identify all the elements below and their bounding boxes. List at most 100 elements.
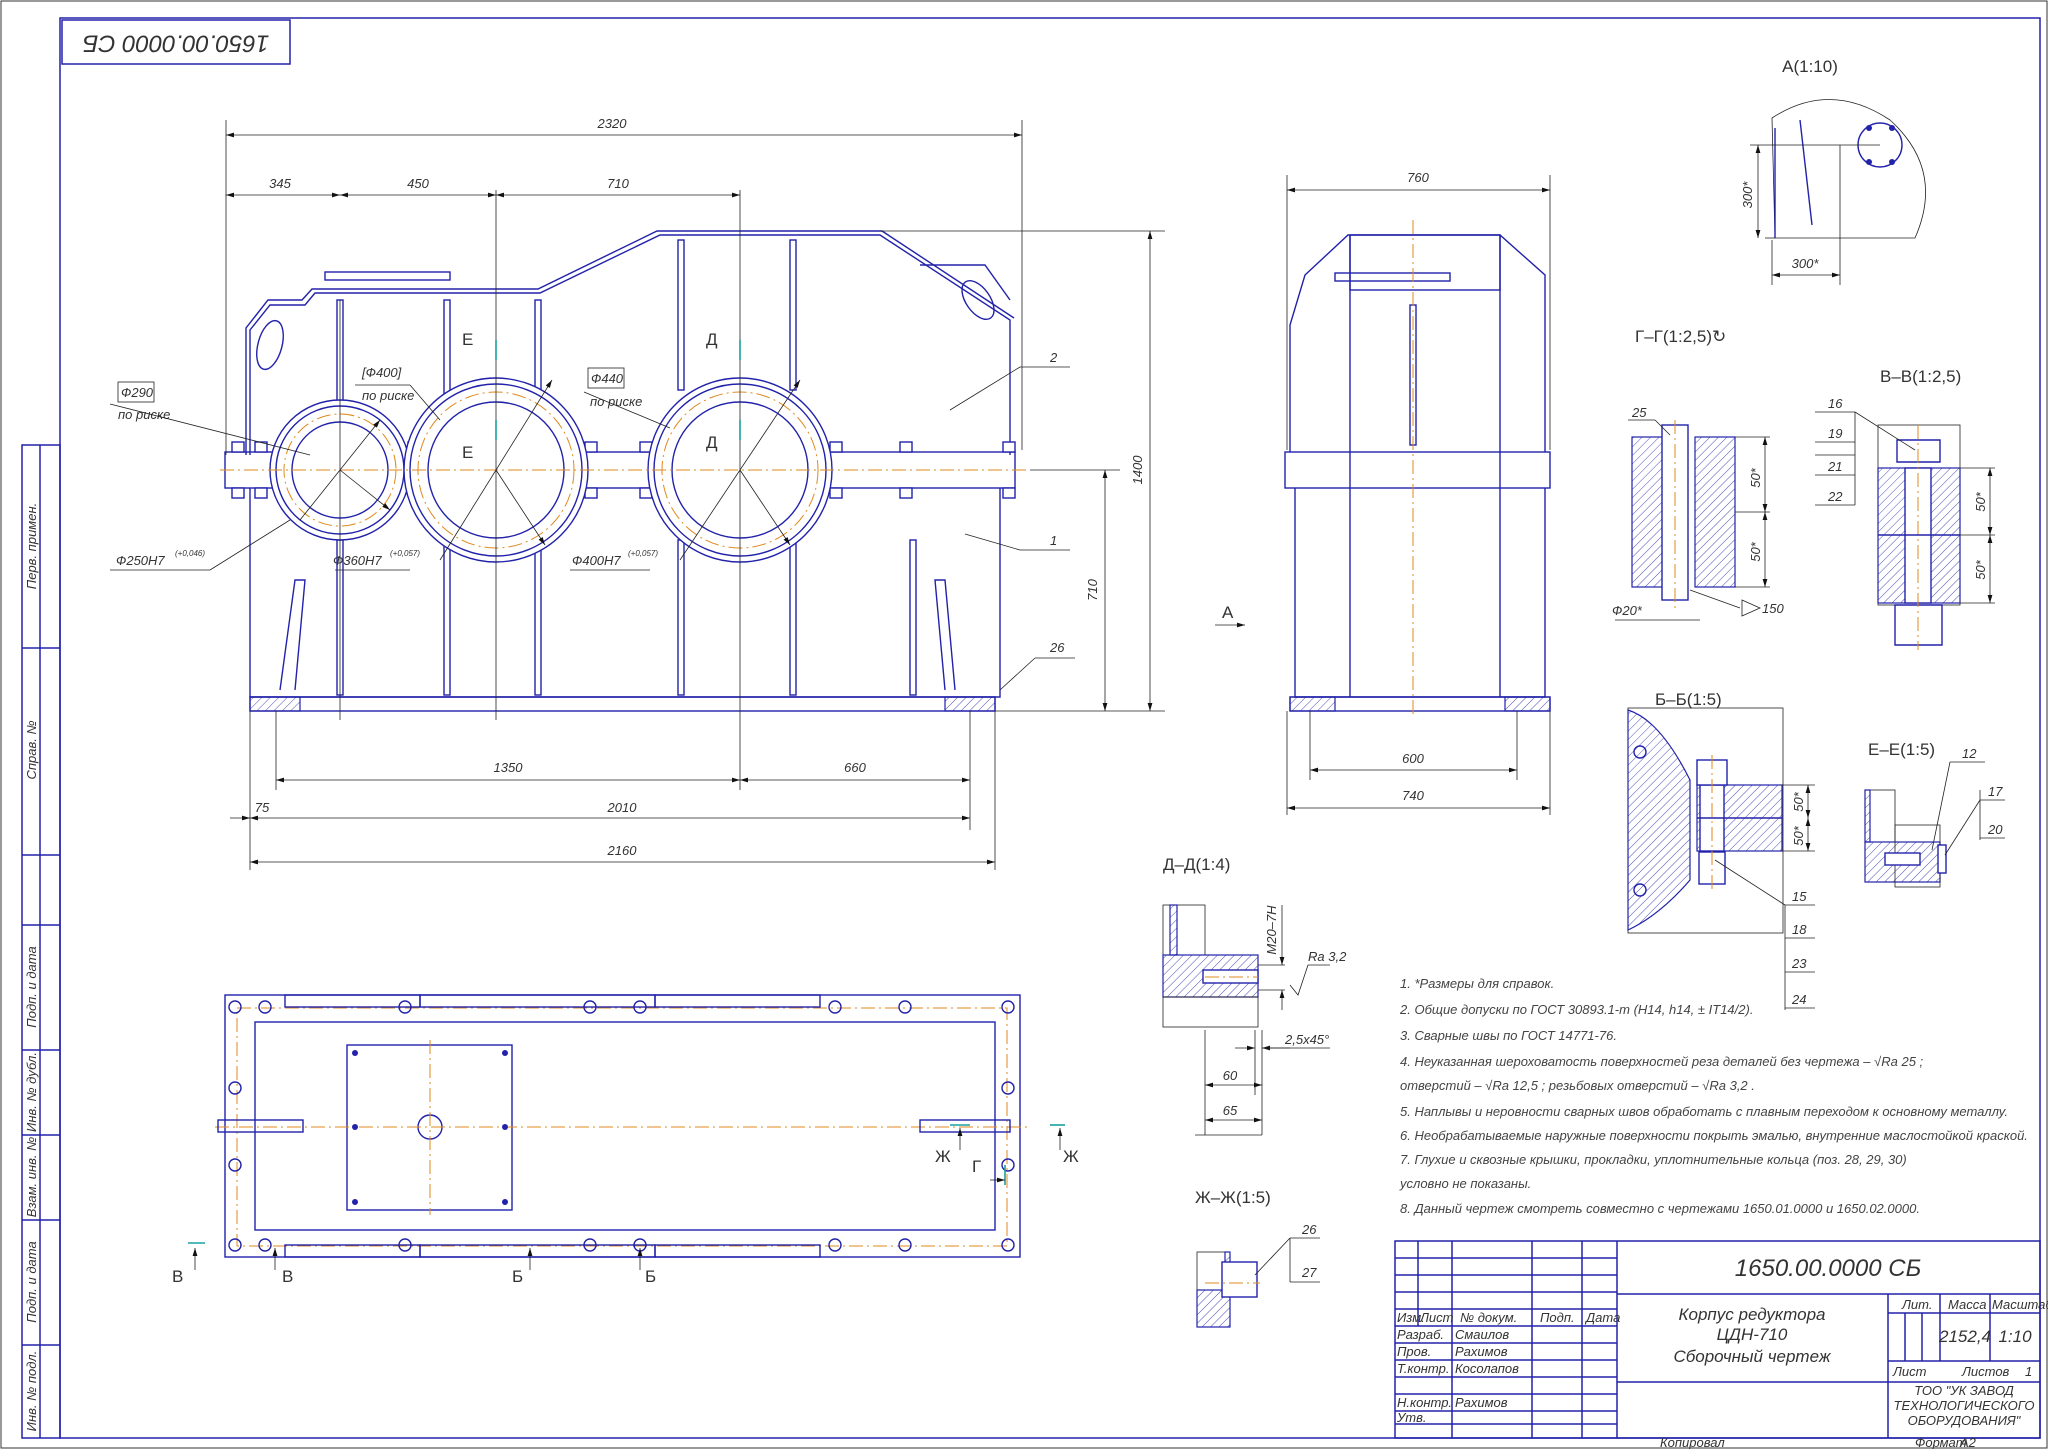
section-vv-dim1: 50* xyxy=(1973,491,1988,511)
dim-760: 760 xyxy=(1407,170,1429,185)
note-line: 8. Данный чертеж смотреть совместно с че… xyxy=(1400,1201,1920,1216)
tb-org: ОБОРУДОВАНИЯ" xyxy=(1908,1413,2022,1428)
section-gg-title: Г–Г(1:2,5)↻ xyxy=(1635,327,1726,346)
tb-header-doc: № докум. xyxy=(1460,1310,1517,1325)
dim-450: 450 xyxy=(407,176,429,191)
tb-format-label: Формат xyxy=(1915,1435,1967,1449)
bore-3-note: по риске xyxy=(590,394,642,409)
section-ee-pos: 17 xyxy=(1988,784,2003,799)
section-vv-pos: 21 xyxy=(1827,459,1842,474)
tb-person: Рахимов xyxy=(1455,1344,1508,1359)
note-line: отверстий – √Ra 12,5 ; резьбовых отверст… xyxy=(1400,1078,1755,1093)
section-mark-e: Е xyxy=(462,443,473,462)
note-line: 6. Необрабатываемые наружные поверхности… xyxy=(1400,1128,2028,1143)
section-mark-d: Д xyxy=(706,433,718,452)
dim-75: 75 xyxy=(255,800,270,815)
tb-sheets-label: Листов xyxy=(1961,1364,2010,1379)
stamp-designation: 1650.00.0000 СБ xyxy=(83,30,269,57)
dim-660: 660 xyxy=(844,760,866,775)
section-gg-weld: 150 xyxy=(1762,601,1784,616)
section-gg-pos: 25 xyxy=(1631,405,1647,420)
note-line: 3. Сварные швы по ГОСТ 14771-76. xyxy=(1400,1028,1617,1043)
section-gg-dim1: 50* xyxy=(1748,467,1763,487)
section-d-d: Д–Д(1:4) M20–7H Ra 3,2 2,5x45° 60 65 xyxy=(1162,855,1347,1136)
section-dd-dim65: 65 xyxy=(1223,1103,1238,1118)
section-zhzh-pos: 26 xyxy=(1301,1222,1317,1237)
section-mark-b: Б xyxy=(512,1267,523,1286)
section-mark-zh: Ж xyxy=(1063,1147,1079,1166)
dim-2320: 2320 xyxy=(597,116,628,131)
tb-role: Пров. xyxy=(1397,1344,1431,1359)
strip-label: Инв. № дубл. xyxy=(24,1052,39,1132)
section-dd-thread: M20–7H xyxy=(1264,905,1279,955)
strip-label: Справ. № xyxy=(24,720,39,779)
section-ee-title: Е–Е(1:5) xyxy=(1868,740,1935,759)
section-e-e: Е–Е(1:5) 12 17 20 xyxy=(1864,740,2005,888)
dim-740: 740 xyxy=(1402,788,1424,803)
section-ee-pos: 12 xyxy=(1962,746,1977,761)
section-g-g: Г–Г(1:2,5)↻ 25 50* 50* Ф20* 150 xyxy=(1612,327,1784,621)
bore-1-tol: (+0,046) xyxy=(175,549,205,558)
section-bb-dim2: 50* xyxy=(1791,825,1806,845)
bore-2-fit: Ф360Н7 xyxy=(333,553,382,568)
section-b-b: Б–Б(1:5) 50* 50* 15 18 23 24 xyxy=(1627,690,1815,1010)
tb-header-sign: Подп. xyxy=(1540,1310,1575,1325)
section-vv-pos: 22 xyxy=(1827,489,1843,504)
section-dd-title: Д–Д(1:4) xyxy=(1163,855,1230,874)
section-bb-title: Б–Б(1:5) xyxy=(1655,690,1722,709)
section-v-v: В–В(1:2,5) 16 19 21 22 50* 50* xyxy=(1815,367,1995,650)
side-strip: Перв. примен. Справ. № Подп. и дата Инв.… xyxy=(21,444,61,1439)
tb-sheet-label: Лист xyxy=(1892,1364,1927,1379)
section-dd-dim60: 60 xyxy=(1223,1068,1238,1083)
top-stamp: 1650.00.0000 СБ xyxy=(61,19,291,65)
strip-label: Подп. и дата xyxy=(24,1241,39,1322)
dim-2160: 2160 xyxy=(607,843,638,858)
tb-name: Сборочный чертеж xyxy=(1673,1347,1831,1366)
detail-view-a: А(1:10) 300* 300* xyxy=(1740,57,1926,285)
side-view: 760 600 740 xyxy=(1284,170,1551,815)
section-dd-roughness: Ra 3,2 xyxy=(1308,949,1347,964)
view-a-dim-vertical: 300* xyxy=(1740,181,1755,209)
tb-header-date: Дата xyxy=(1584,1310,1620,1325)
tb-name: Корпус редуктора xyxy=(1679,1305,1826,1324)
section-gg-dim2: 50* xyxy=(1748,541,1763,561)
bore-1-note: по риске xyxy=(118,407,170,422)
note-line: 2. Общие допуски по ГОСТ 30893.1-m (H14,… xyxy=(1399,1002,1753,1017)
tb-role: Н.контр. xyxy=(1397,1395,1452,1410)
section-mark-e: Е xyxy=(462,330,473,349)
bore-3-fit: Ф400Н7 xyxy=(572,553,621,568)
tb-mass-label: Масса xyxy=(1948,1297,1986,1312)
note-line: условно не показаны. xyxy=(1399,1176,1531,1191)
bore-3-box: Ф440 xyxy=(591,371,624,386)
dim-600: 600 xyxy=(1402,751,1424,766)
tb-role: Утв. xyxy=(1396,1410,1427,1425)
position-26: 26 xyxy=(1049,640,1065,655)
technical-requirements: 1. *Размеры для справок. 2. Общие допуск… xyxy=(1399,976,2028,1216)
front-view: Е Е Д Д Ф290 по риске Ф250Н7 (+0,046) [Ф… xyxy=(109,116,1245,870)
section-mark-zh: Ж xyxy=(935,1147,951,1166)
bore-2-box: [Ф400] xyxy=(361,365,402,380)
section-vv-title: В–В(1:2,5) xyxy=(1880,367,1961,386)
section-mark-d: Д xyxy=(706,330,718,349)
tb-copied: Копировал xyxy=(1660,1435,1725,1449)
tb-format: А2 xyxy=(1959,1435,1977,1449)
dim-1350: 1350 xyxy=(494,760,524,775)
note-line: 7. Глухие и сквозные крышки, прокладки, … xyxy=(1400,1152,1907,1167)
bore-2-tol: (+0,057) xyxy=(390,549,420,558)
section-mark-v: В xyxy=(172,1267,183,1286)
top-view: В В Б Б Г Ж Ж xyxy=(172,994,1079,1286)
tb-sheets: 1 xyxy=(2025,1364,2032,1379)
tb-role: Т.контр. xyxy=(1397,1361,1449,1376)
section-bb-pos: 24 xyxy=(1791,992,1806,1007)
tb-person: Смаилов xyxy=(1455,1327,1509,1342)
section-bb-dim1: 50* xyxy=(1791,791,1806,811)
section-zh-zh: Ж–Ж(1:5) 26 27 xyxy=(1195,1188,1320,1328)
bore-2-note: по риске xyxy=(362,388,414,403)
tb-header-list: Лист xyxy=(1419,1310,1454,1325)
tb-designation: 1650.00.0000 СБ xyxy=(1735,1255,1921,1282)
bore-3-tol: (+0,057) xyxy=(628,549,658,558)
strip-label: Подп. и дата xyxy=(24,946,39,1027)
section-bb-pos: 23 xyxy=(1791,956,1807,971)
